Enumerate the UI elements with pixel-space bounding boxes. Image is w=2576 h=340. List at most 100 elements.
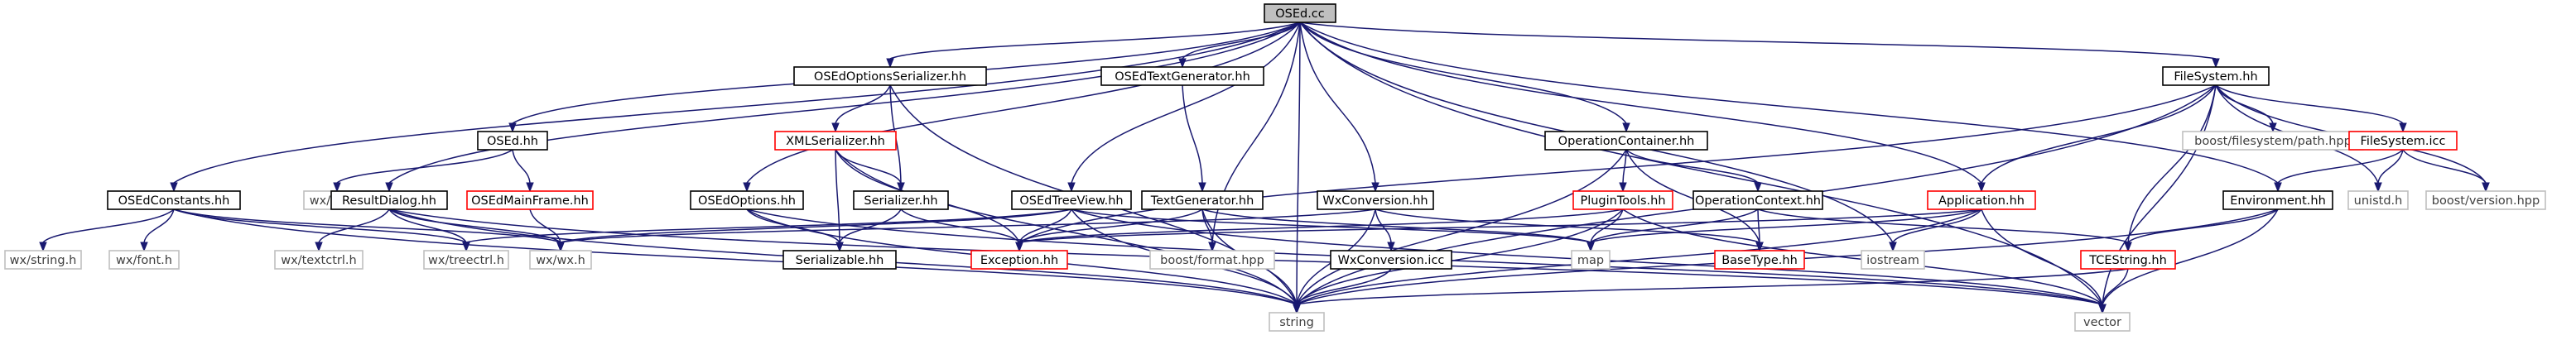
node-label: OperationContainer.hh [1558,135,1695,148]
node-wxconversion-icc[interactable]: WxConversion.icc [1330,250,1452,270]
edge-line [835,84,891,124]
edge-line [143,208,175,243]
node-textgenerator[interactable]: TextGenerator.hh [1141,190,1264,210]
edge-arrowhead [2098,304,2107,314]
node-box [774,131,897,151]
edge-filesystem_icc-to-environment [2274,149,2404,193]
edge-filesystem_hh-to-application [1977,84,2217,193]
node-plugintools[interactable]: PluginTools.hh [1572,190,1673,210]
edge-line [1018,208,1982,243]
node-osed-hh[interactable]: OSEd.hh [477,131,548,151]
node-label: WxConversion.icc [1338,254,1445,267]
edge-osed_cc-to-opcontainer [1299,22,1630,133]
node-resultdialog[interactable]: ResultDialog.hh [330,190,448,210]
edge-line [1296,268,2129,305]
edge-arrowhead [2482,182,2490,193]
edge-resultdialog-to-wxwx [388,208,565,252]
node-label: OperationContext.hh [1695,194,1821,208]
edge-arrowhead [140,242,148,252]
edge-arrowhead [462,242,470,252]
node-box [2074,312,2131,332]
node-label: FileSystem.icc [2361,135,2446,148]
node-label: FileSystem.hh [2174,70,2257,84]
edge-arrowhead [333,182,341,193]
node-box [1572,190,1673,210]
edge-line [173,208,1298,305]
edge-line [889,22,1301,60]
edge-line [1018,208,1624,243]
node-label: string [1279,316,1314,329]
edge-arrowhead [886,58,894,69]
node-box [1714,250,1805,270]
node-boostpath: boost/filesystem/path.hpp [2182,131,2364,151]
node-osedmainframe[interactable]: OSEdMainFrame.hh [466,190,594,210]
edge-line [1375,208,1392,243]
node-box [1269,312,1325,332]
node-osedoptions[interactable]: OSEdOptions.hh [690,190,804,210]
node-xmlserializer[interactable]: XMLSerializer.hh [774,131,897,151]
edge-application-to-iostream [1889,208,1982,252]
node-box [782,250,897,270]
edge-textgenerator-to-boostformat [1201,208,1216,252]
edge-osed_cc-to-osedconstants [170,22,1301,193]
edge-line [1018,84,2217,243]
node-filesystem-hh[interactable]: FileSystem.hh [2162,66,2270,86]
node-optserializer[interactable]: OSEdOptionsSerializer.hh [793,66,987,86]
edge-osedconstants-to-wxstring [39,208,175,252]
edge-line [2127,84,2217,243]
node-label: boost/format.hpp [1160,254,1264,267]
node-tcestring[interactable]: TCEString.hh [2080,250,2176,270]
node-osedconstants[interactable]: OSEdConstants.hh [107,190,241,210]
edge-osedtreeview-to-wxtreectrl [462,208,1072,252]
node-box [1571,250,1611,270]
node-label: OSEdTextGenerator.hh [1115,70,1250,84]
edge-arrowhead [835,242,844,252]
edge-line [1981,208,2103,305]
edge-textgen_hh-to-textgenerator [1182,84,1206,193]
edge-line [173,208,561,243]
node-box [4,250,82,270]
edge-line [1296,208,1624,305]
node-box [466,190,594,210]
edge-line [1757,208,2129,243]
node-box [2162,66,2270,86]
node-serializable[interactable]: Serializable.hh [782,250,897,270]
node-wxconversion-hh[interactable]: WxConversion.hh [1317,190,1434,210]
edge-line [1018,208,1203,243]
edge-arrowhead [1889,242,1897,252]
edge-arrowhead [1067,182,1076,193]
node-opcontainer[interactable]: OperationContainer.hh [1544,131,1708,151]
node-application[interactable]: Application.hh [1927,190,2036,210]
node-label: unistd.h [2354,194,2403,208]
node-box [1544,131,1708,151]
edge-arrowhead [897,182,905,193]
node-label: TCEString.hh [2088,254,2167,267]
node-label: PluginTools.hh [1580,194,1665,208]
node-textgen-hh[interactable]: OSEdTextGenerator.hh [1100,66,1264,86]
edge-line [1590,208,1982,243]
edge-line [388,208,467,243]
node-label: TextGenerator.hh [1150,194,1254,208]
edge-osed_cc-to-resultdialog [385,22,1301,193]
edge-arrowhead [1977,182,1986,193]
node-box [477,131,548,151]
node-osedtreeview[interactable]: OSEdTreeView.hh [1011,190,1132,210]
node-basetype[interactable]: BaseType.hh [1714,250,1805,270]
node-label: OSEd.cc [1275,7,1325,21]
node-serializer[interactable]: Serializer.hh [853,190,949,210]
edge-line [1296,208,1982,305]
node-wxwx: wx/wx.h [529,250,592,270]
edge-arrowhead [385,182,393,193]
node-osed-cc[interactable]: OSEd.cc [1264,3,1336,23]
edge-line [2127,208,2279,243]
edge-line [1299,22,2103,305]
edge-line [2215,84,2404,124]
node-filesystem-icc[interactable]: FileSystem.icc [2348,131,2458,151]
node-opcontext[interactable]: OperationContext.hh [1692,190,1823,210]
node-unistd: unistd.h [2347,190,2409,210]
node-exception[interactable]: Exception.hh [970,250,1068,270]
edge-wxconversion_icc-to-string [1293,268,1392,314]
node-environment[interactable]: Environment.hh [2222,190,2333,210]
node-box [2347,190,2409,210]
edge-filesystem_hh-to-boostpath [2215,84,2277,133]
